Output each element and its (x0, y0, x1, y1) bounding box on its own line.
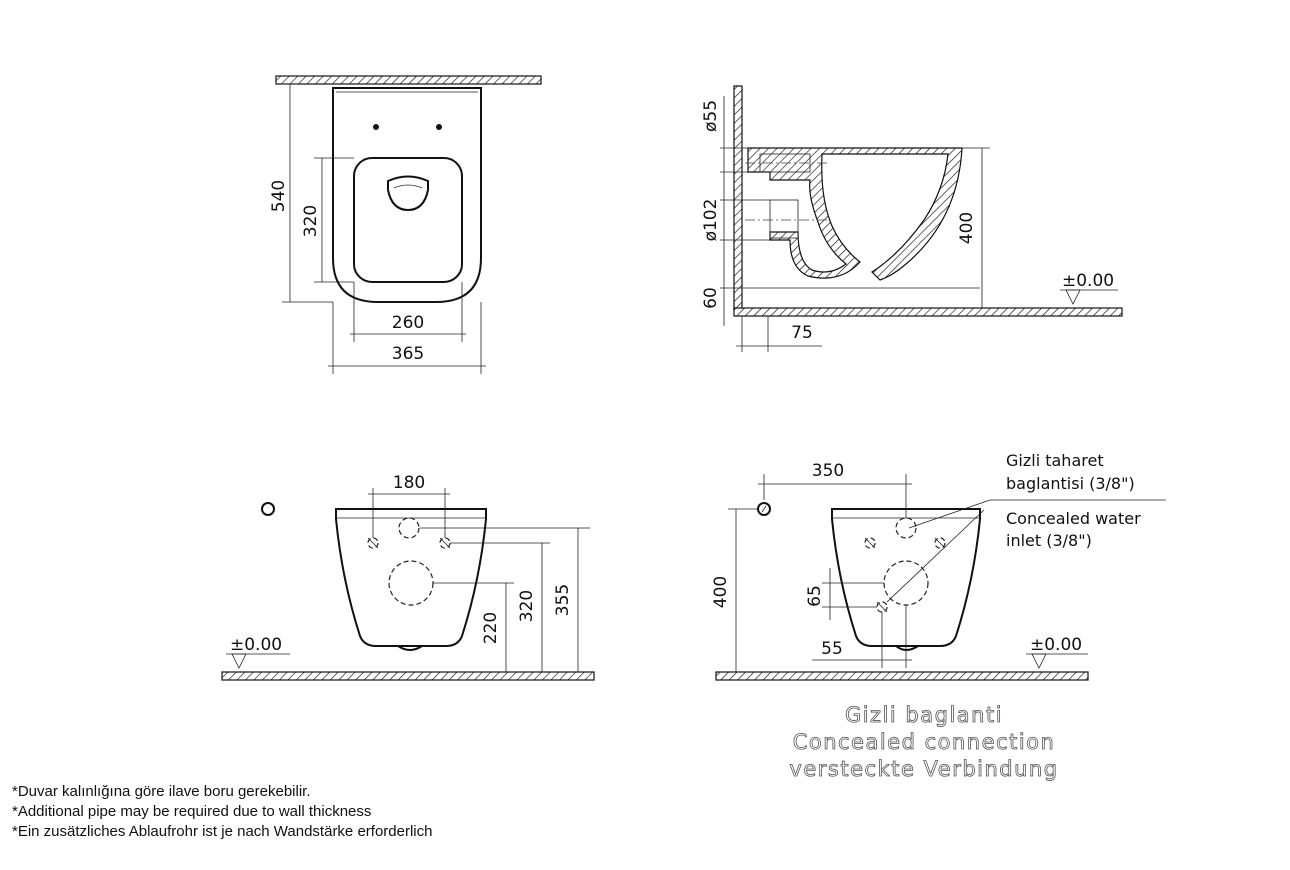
dim-outlet-height-220: 220 (481, 612, 501, 644)
caption: Gizli baglanti Concealed connection vers… (789, 703, 1058, 782)
rear-view-flush-inlet (895, 517, 917, 539)
note-de: *Ein zusätzliches Ablaufrohr ist je nach… (12, 823, 432, 840)
dim-top-height-355: 355 (553, 584, 573, 616)
level-symbol (1065, 289, 1081, 305)
rear-view: 350 400 65 55 Gizli taharet baglantisi (… (711, 451, 1166, 681)
front-view-flush-inlet (398, 517, 420, 539)
front-view-outlet-dashed (388, 560, 434, 606)
top-view-seat-opening (353, 157, 463, 283)
dim-height-400-rear: 400 (711, 576, 731, 608)
level-symbol-rear (1031, 653, 1047, 669)
level-side-view: ±0.00 (1062, 271, 1114, 291)
front-view-floor (221, 671, 595, 681)
note-en: *Additional pipe may be required due to … (12, 803, 371, 820)
dim-height-400: 400 (957, 212, 977, 244)
dim-offset-60: 60 (701, 287, 721, 309)
rear-view-floor (715, 671, 1089, 681)
top-view-fixing-hole-left (373, 124, 379, 130)
callout-tr-line1: Gizli taharet (1006, 451, 1104, 470)
side-view-wall (733, 85, 743, 311)
side-view-bowl-section (747, 147, 963, 281)
front-view: 180 220 320 355 ±0.00 (221, 473, 595, 681)
top-view-fixing-hole-right (436, 124, 442, 130)
top-view-bowl-outline (332, 87, 482, 303)
rear-view-fix-left (864, 537, 876, 549)
callout-en-line1: Concealed water (1006, 509, 1141, 528)
dim-outer-width-365: 365 (392, 344, 424, 364)
note-tr: *Duvar kalınlığına göre ilave boru gerek… (12, 783, 311, 800)
dim-fix-height-320: 320 (517, 590, 537, 622)
front-view-water-inlet (261, 502, 275, 516)
caption-de: versteckte Verbindung (789, 757, 1058, 781)
level-rear-view: ±0.00 (1030, 635, 1082, 655)
level-front-view: ±0.00 (230, 635, 282, 655)
dim-small-vertical-65: 65 (805, 585, 825, 607)
side-view-floor (733, 307, 1123, 317)
dim-inner-width-260: 260 (392, 313, 424, 333)
rear-view-concealed-inlet (876, 601, 888, 613)
caption-tr: Gizli baglanti (845, 703, 1003, 727)
notes: *Duvar kalınlığına göre ilave boru gerek… (12, 783, 432, 840)
dim-pipe-55: ø55 (701, 100, 721, 132)
callout-tr-line2: baglantisi (3/8") (1006, 474, 1135, 493)
front-view-bowl-outline (335, 508, 487, 647)
dim-seat-320: 320 (301, 205, 321, 237)
dim-small-horizontal-55: 55 (821, 639, 843, 659)
top-view-wall (275, 75, 542, 85)
dim-inlet-offset-350: 350 (812, 461, 844, 481)
rear-view-bowl-outline (831, 508, 981, 647)
dim-fix-spacing-180: 180 (393, 473, 425, 493)
side-view-outlet-pipe (769, 199, 799, 239)
callout-en-line2: inlet (3/8") (1006, 531, 1092, 550)
rear-view-fix-right (934, 537, 946, 549)
dim-wall-gap-75: 75 (791, 323, 813, 343)
side-view: ø55 ø102 60 400 75 ±0.00 (701, 85, 1123, 352)
top-view-outlet (387, 175, 429, 212)
front-view-fix-left (367, 537, 379, 549)
caption-en: Concealed connection (793, 730, 1056, 754)
dim-depth-540: 540 (269, 180, 289, 212)
top-view: 540 320 260 365 (269, 75, 542, 374)
level-symbol-front (231, 653, 247, 669)
dim-outlet-102: ø102 (701, 199, 721, 242)
